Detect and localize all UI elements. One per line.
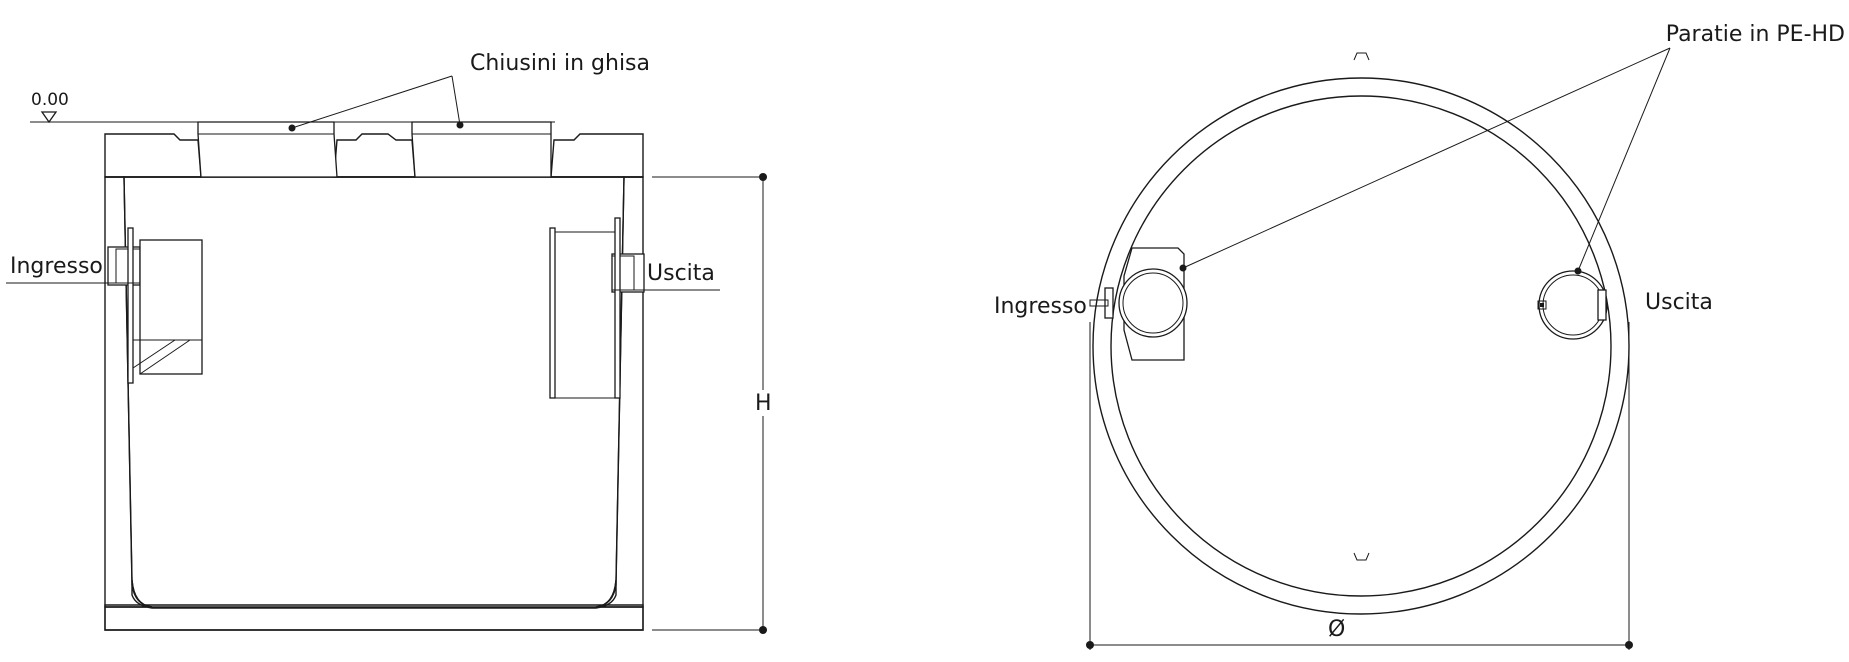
diameter-label: Ø: [1328, 617, 1345, 642]
height-label: H: [755, 391, 772, 416]
outlet-baffle-wall: [549, 227, 556, 399]
baffle-label: Paratie in PE-HD: [1666, 22, 1845, 47]
cover-right: [411, 121, 552, 178]
baffle-callout: Paratie in PE-HD: [1179, 22, 1845, 275]
level-label: 0.00: [31, 90, 69, 110]
covers-label: Chiusini in ghisa: [470, 51, 650, 76]
section-view: 0.00: [6, 51, 774, 634]
section-outlet-label: Uscita: [647, 261, 715, 286]
cast-iron-covers: [197, 121, 552, 178]
plan-inlet: Ingresso: [994, 247, 1188, 361]
height-dimension: H: [652, 173, 774, 634]
plan-inner-circle: [1110, 95, 1612, 597]
section-inlet: Ingresso: [6, 227, 203, 384]
plan-inlet-pipe: [1118, 268, 1188, 338]
inlet-baffle: [127, 227, 134, 384]
level-marker: 0.00: [30, 90, 555, 124]
section-outlet: Uscita: [549, 217, 720, 399]
plan-outlet-label: Uscita: [1645, 290, 1713, 315]
diameter-dimension: Ø: [1086, 322, 1633, 650]
cover-left: [197, 121, 338, 178]
outlet-baffle: [614, 217, 621, 399]
tank-walls: [104, 133, 644, 631]
plan-inlet-label: Ingresso: [994, 294, 1087, 319]
section-inlet-label: Ingresso: [10, 254, 103, 279]
covers-callout: Chiusini in ghisa: [288, 51, 650, 132]
plan-view: Ingresso Uscita Paratie in PE-HD Ø: [994, 22, 1845, 650]
plan-outlet-pipe: [1538, 270, 1608, 340]
plan-outlet: Uscita: [1537, 270, 1713, 340]
level-triangle-icon: [40, 111, 58, 124]
